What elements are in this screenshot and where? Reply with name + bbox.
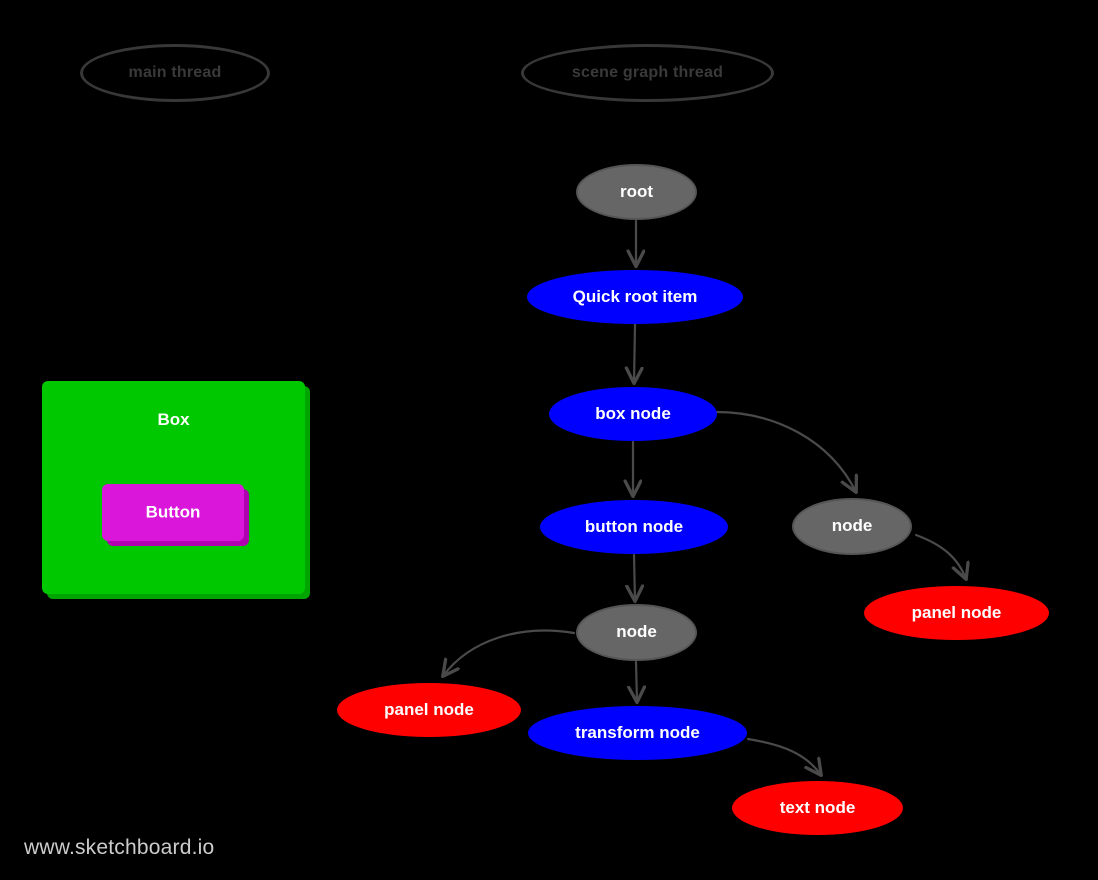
- edge-quick-root-item-to-box-node: [634, 322, 635, 383]
- edge-button-node-to-node-center: [634, 553, 635, 601]
- node-text-node[interactable]: text node: [732, 781, 903, 835]
- node-root[interactable]: root: [576, 164, 697, 220]
- node-node-center-label: node: [616, 622, 657, 642]
- node-button-node[interactable]: button node: [540, 500, 728, 554]
- edge-node-right-to-panel-node-right: [914, 533, 966, 579]
- node-panel-node-right-label: panel node: [911, 602, 1002, 622]
- edge-transform-node-to-text-node: [746, 737, 821, 775]
- node-box-node[interactable]: box node: [549, 387, 717, 441]
- node-root-label: root: [619, 181, 654, 201]
- ui-box-preview[interactable]: Box: [42, 381, 305, 594]
- edge-box-node-to-node-right: [714, 410, 856, 492]
- node-button-node-label: button node: [584, 516, 684, 536]
- lane-main-thread: main thread: [80, 44, 270, 102]
- node-quick-root-item[interactable]: Quick root item: [527, 270, 743, 324]
- node-panel-node-right[interactable]: panel node: [864, 586, 1049, 640]
- lane-main-thread-label: main thread: [128, 64, 222, 82]
- node-node-center[interactable]: node: [576, 604, 697, 661]
- ui-box-label: Box: [157, 410, 190, 429]
- node-quick-root-item-label: Quick root item: [572, 286, 698, 306]
- node-panel-node-left[interactable]: panel node: [337, 683, 521, 737]
- ui-button-preview[interactable]: Button: [102, 484, 244, 541]
- lane-scene-graph-thread-label: scene graph thread: [571, 64, 724, 82]
- edge-node-center-to-transform-node: [636, 660, 637, 702]
- node-node-right[interactable]: node: [792, 498, 912, 555]
- edge-node-center-to-panel-node-left: [443, 629, 576, 676]
- node-transform-node[interactable]: transform node: [528, 706, 747, 760]
- node-panel-node-left-label: panel node: [384, 699, 474, 719]
- node-node-right-label: node: [831, 516, 873, 536]
- node-transform-node-label: transform node: [575, 722, 700, 742]
- ui-button-label: Button: [145, 502, 201, 522]
- lane-scene-graph-thread: scene graph thread: [521, 44, 774, 102]
- watermark: www.sketchboard.io: [24, 836, 215, 859]
- node-box-node-label: box node: [595, 403, 671, 423]
- node-text-node-label: text node: [779, 797, 856, 817]
